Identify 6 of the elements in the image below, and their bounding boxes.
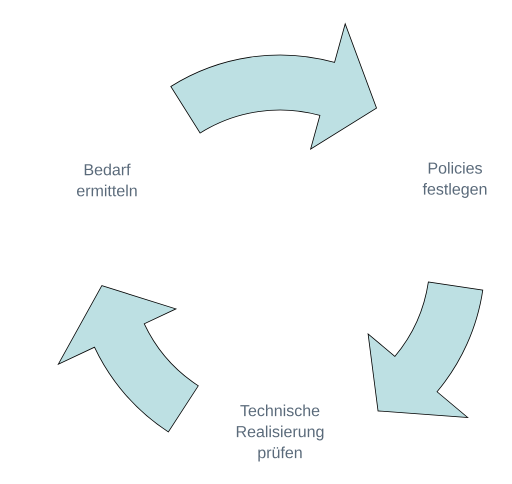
- step-label: Policies festlegen: [422, 162, 486, 198]
- step-label: Technische Realisierung prüfen: [236, 404, 324, 462]
- curved-arrow: [170, 23, 377, 150]
- step-label: Bedarf ermitteln: [77, 164, 137, 196]
- curved-arrow: [58, 285, 199, 432]
- curved-arrow: [368, 282, 484, 418]
